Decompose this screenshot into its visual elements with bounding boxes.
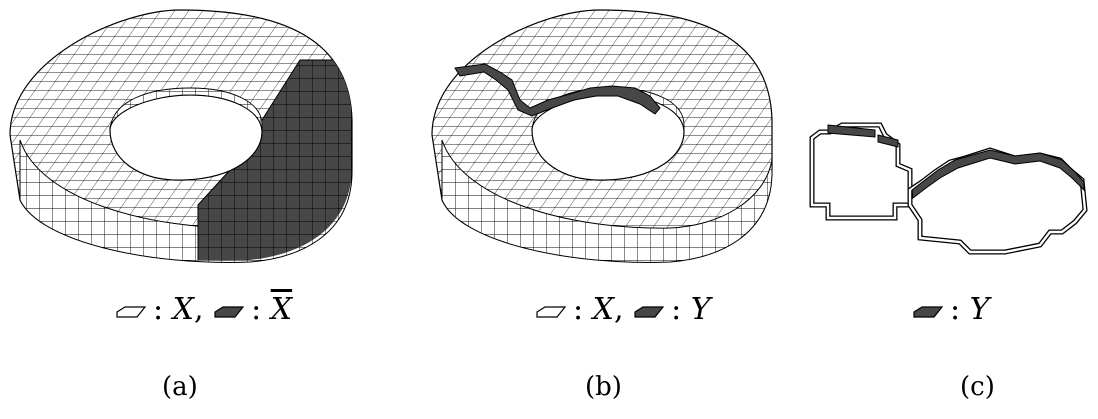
panel-b-voxel-torus-with-cut: [432, 10, 772, 262]
legend-a-symbol-x: X: [173, 292, 194, 327]
legend-b-sep: ,: [614, 292, 624, 327]
caption-c: (c): [960, 372, 995, 402]
legend-b-colon-1: :: [573, 292, 583, 327]
white-face-swatch-icon: [535, 292, 567, 327]
legend-b-colon-2: :: [671, 292, 681, 327]
legend-a: : X, : X: [115, 292, 292, 326]
panel-a-voxel-torus: [10, 10, 352, 262]
dark-face-swatch-icon: [633, 292, 665, 327]
caption-b: (b): [585, 372, 622, 402]
caption-a: (a): [162, 372, 198, 402]
legend-a-symbol-x-bar: X: [271, 292, 292, 327]
dark-face-swatch-icon: [912, 292, 944, 327]
panel-c-boundary-curves: [812, 125, 1085, 252]
legend-c-symbol-y: Y: [970, 292, 990, 327]
white-face-swatch-icon: [115, 292, 147, 327]
legend-c-colon: :: [950, 292, 960, 327]
legend-a-sep: ,: [194, 292, 204, 327]
legend-b-symbol-x: X: [593, 292, 614, 327]
legend-a-colon-1: :: [153, 292, 163, 327]
legend-a-colon-2: :: [251, 292, 261, 327]
legend-b-symbol-y: Y: [691, 292, 711, 327]
legend-c: : Y: [912, 292, 989, 326]
dark-face-swatch-icon: [213, 292, 245, 327]
legend-b: : X, : Y: [535, 292, 711, 326]
